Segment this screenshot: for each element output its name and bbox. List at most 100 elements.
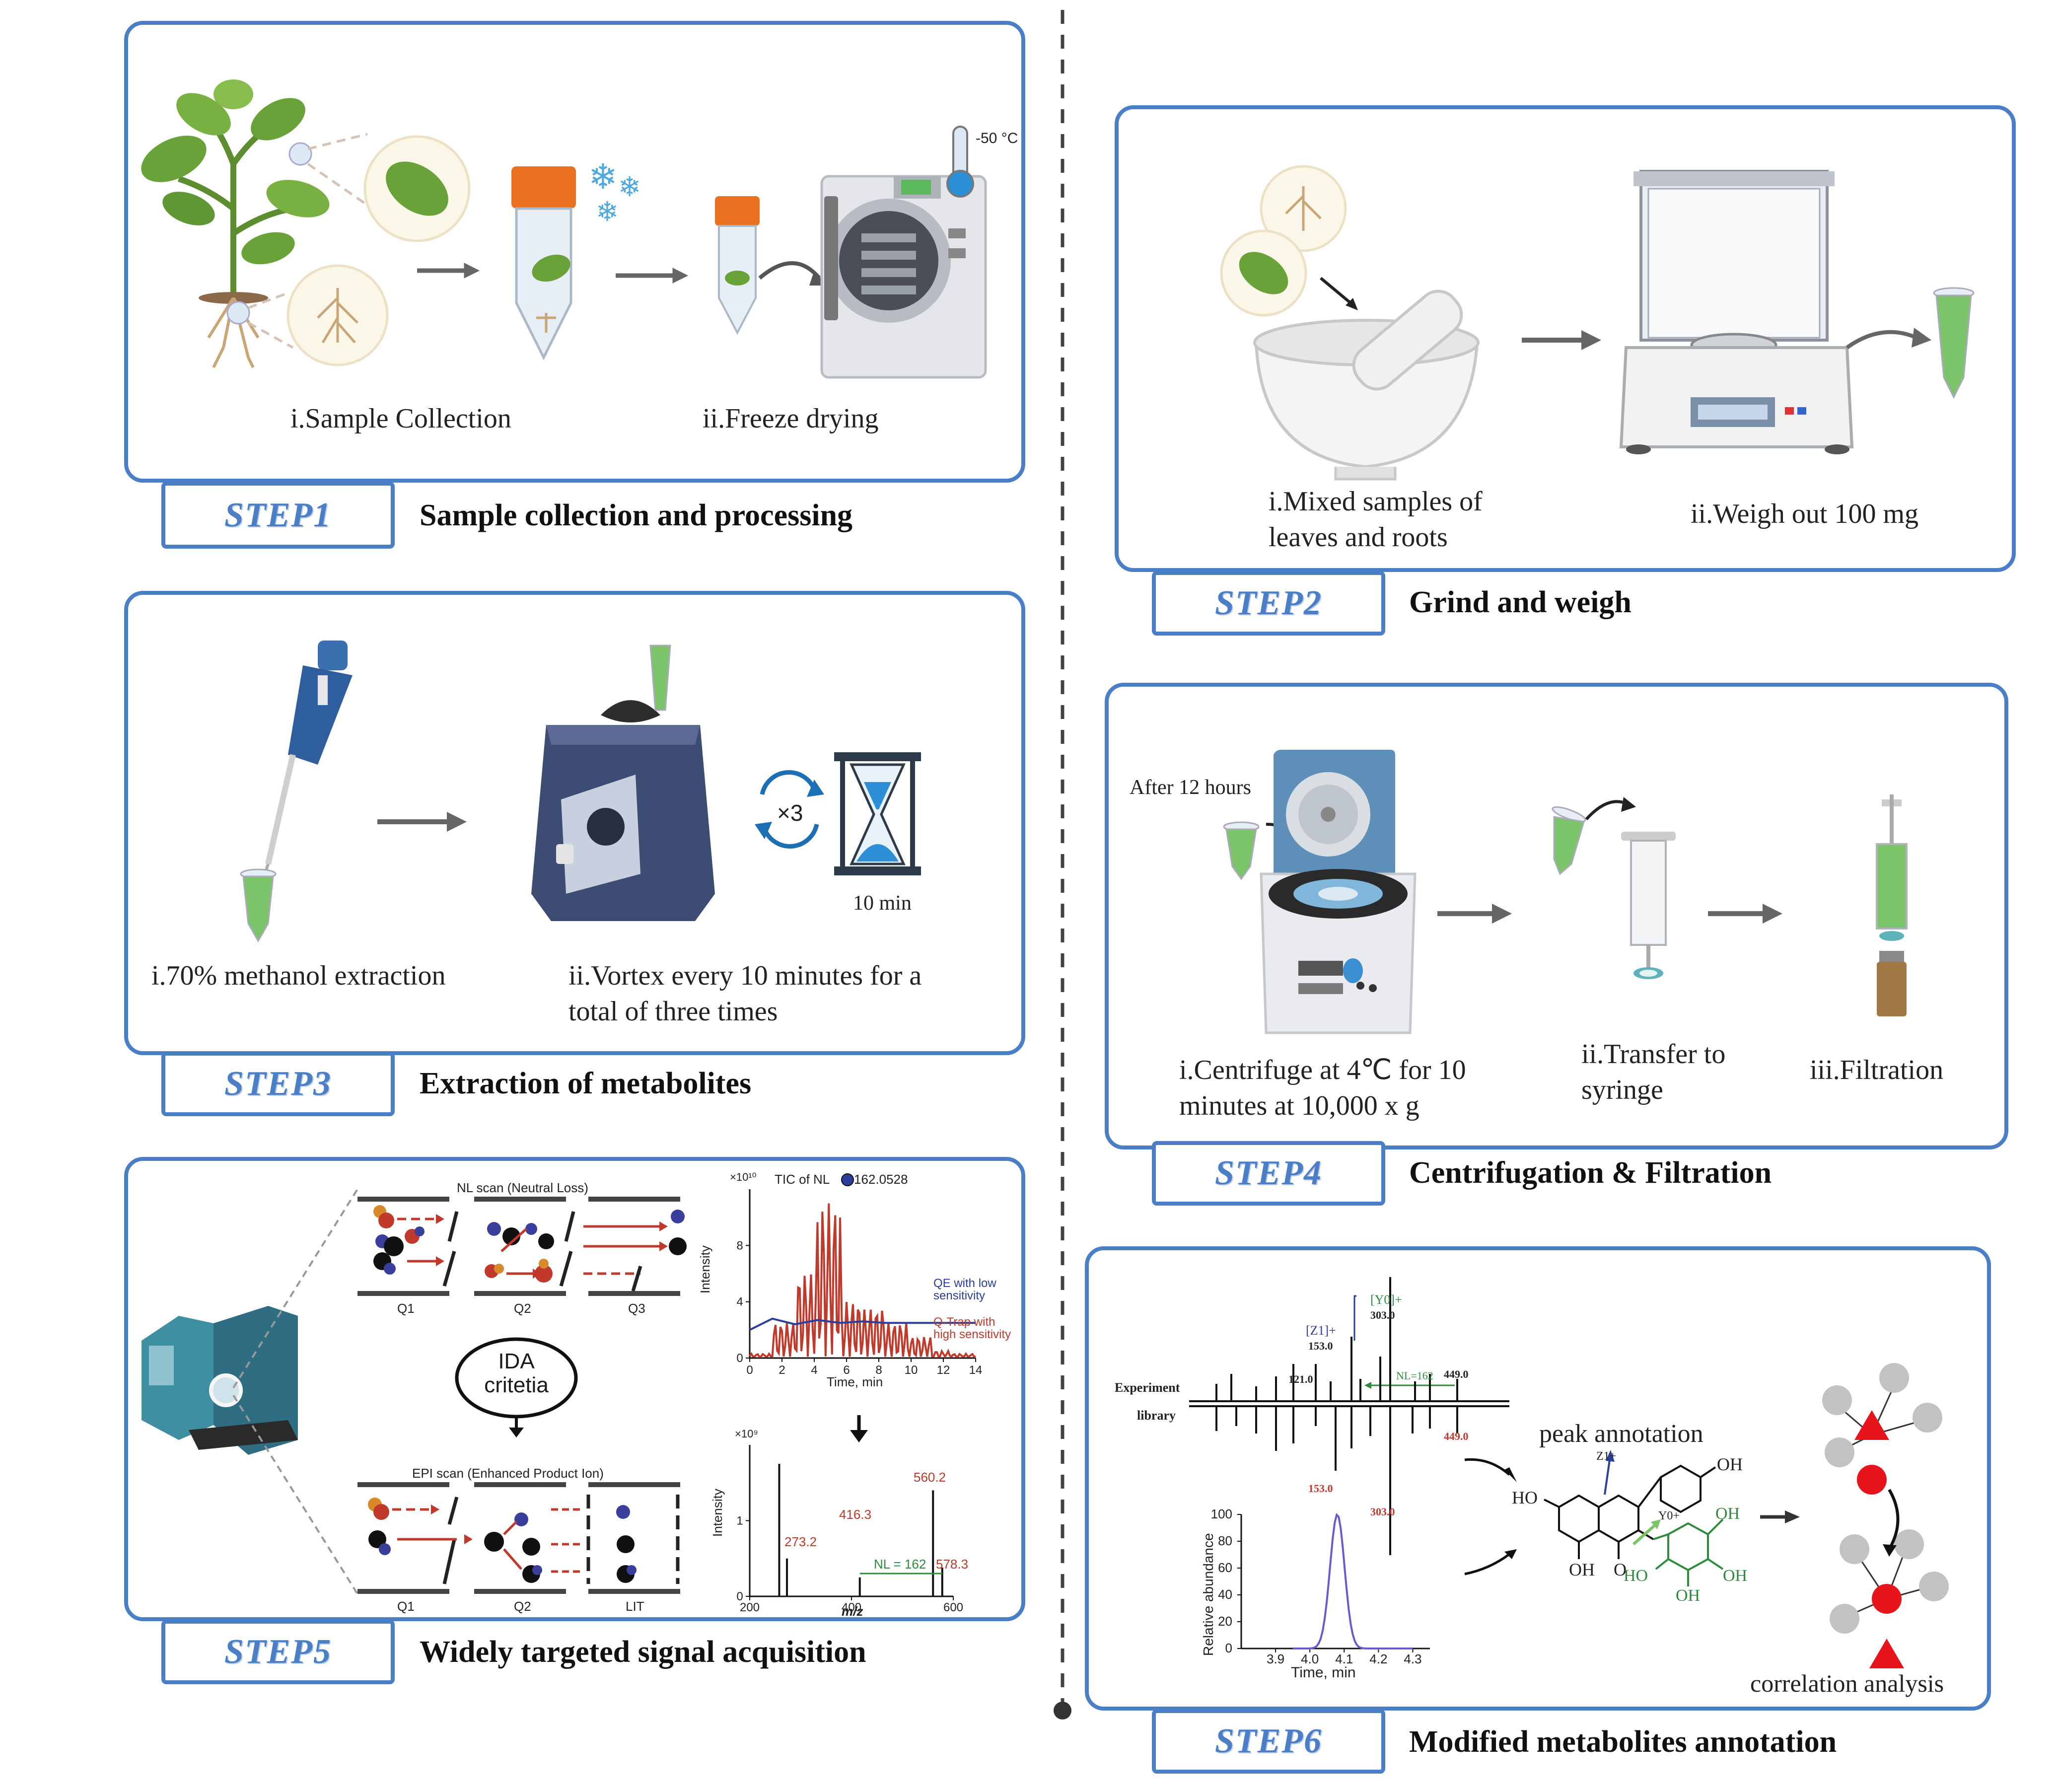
step2-caption-2: ii.Weigh out 100 mg (1691, 499, 1919, 529)
peak-449-label: 449.0 (1444, 1368, 1469, 1380)
step4-caption-3: iii.Filtration (1810, 1055, 1944, 1085)
balance-icon (1619, 170, 1854, 454)
tic-x-tick-label: 2 (779, 1363, 785, 1377)
step1-caption-1: i.Sample Collection (290, 403, 511, 434)
step5-tab: STEP5 (161, 1620, 395, 1684)
ms-exponent: ×10⁹ (735, 1428, 758, 1440)
step6-title: Modified metabolites annotation (1409, 1725, 1837, 1759)
step1-tab: STEP1 (161, 482, 395, 549)
svg-text:❄: ❄ (596, 196, 619, 227)
lib-303-label: 303.0 (1370, 1505, 1395, 1518)
step2-tab: STEP2 (1152, 571, 1385, 636)
tic-title: TIC of NL (775, 1172, 830, 1187)
sugar-oh-2: OH (1723, 1567, 1748, 1585)
tic-xlabel: Time, min (827, 1374, 883, 1389)
chrom-y-tick-label: 40 (1218, 1587, 1232, 1602)
step4-caption-2: ii.Transfer to syringe (1581, 1039, 1726, 1105)
nl-scan-label: NL scan (Neutral Loss) (457, 1180, 588, 1195)
ms-xlabel: m/z (842, 1604, 863, 1619)
tic-y-tick-label: 0 (736, 1352, 743, 1365)
mortar-icon (1253, 289, 1480, 481)
tic-x-tick-label: 10 (905, 1363, 918, 1377)
qtrap-series-line (749, 1203, 976, 1359)
temperature-label: -50 °C (976, 130, 1018, 146)
y0-label: [Y0]+ (1370, 1292, 1402, 1307)
hourglass-icon (834, 752, 921, 875)
tic-x-tick-label: 12 (937, 1363, 950, 1377)
ms-peak-560: 560.2 (914, 1470, 946, 1485)
nl-scan-diagram (357, 1197, 687, 1296)
epi-scan-label: EPI scan (Enhanced Product Ion) (412, 1466, 604, 1481)
green-tube-icon (1552, 806, 1586, 875)
ms-peak-273: 273.2 (784, 1534, 817, 1549)
peak-annotation-label: peak annotation (1539, 1420, 1703, 1448)
ms-y-tick-label: 0 (736, 1590, 743, 1603)
sugar-oh-3: OH (1676, 1586, 1701, 1605)
sugar-oh-1: OH (1715, 1505, 1740, 1523)
tic-x-tick-label: 0 (746, 1363, 753, 1377)
nl162-label: NL=162 (1396, 1369, 1433, 1382)
peak-303-label: 303.0 (1370, 1309, 1395, 1321)
chrom-x-tick-label: 4.1 (1335, 1651, 1353, 1666)
ms-x-tick-label: 400 (842, 1601, 861, 1614)
q2-label: Q2 (514, 1301, 531, 1316)
peak-121-label: 121.0 (1288, 1373, 1313, 1385)
step4-panel (1105, 683, 2008, 1149)
tic-y-tick-label: 4 (736, 1295, 743, 1309)
q1-label: Q1 (397, 1301, 415, 1316)
ms-x-tick-label: 200 (740, 1601, 760, 1614)
z1-plus-label: Z1+ (1596, 1450, 1617, 1463)
tic-marker-icon (841, 1173, 854, 1186)
tic-x-tick-label: 4 (811, 1363, 817, 1377)
repeat-count: ×3 (777, 800, 803, 826)
ms-y-tick-label: 1 (736, 1514, 743, 1528)
freeze-dryer-icon (820, 126, 987, 379)
step4-title: Centrifugation & Filtration (1409, 1156, 1772, 1190)
chrom-y-tick-label: 100 (1211, 1506, 1232, 1521)
struct-ho-left: HO (1512, 1488, 1538, 1507)
green-tube-icon (1933, 287, 1975, 399)
chrom-y-tick-label: 80 (1218, 1533, 1232, 1548)
lit-label: LIT (626, 1599, 644, 1614)
lib-153-label: 153.0 (1308, 1482, 1333, 1495)
chrom-x-tick-label: 4.3 (1404, 1651, 1421, 1666)
sugar-ho: HO (1624, 1567, 1648, 1585)
step6-panel (1085, 1246, 1991, 1711)
tic-x-tick-label: 14 (969, 1363, 983, 1377)
tic-mass: 162.0528 (854, 1172, 908, 1187)
filtration-icon (1876, 794, 1908, 1016)
plant-icon (141, 79, 471, 368)
ms-peak-578: 578.3 (936, 1557, 969, 1572)
step3-caption-1: i.70% methanol extraction (151, 960, 446, 991)
library-label: library (1137, 1408, 1176, 1423)
y0-plus-label: Y0+ (1658, 1509, 1680, 1522)
chrom-xlabel: Time, min (1291, 1664, 1356, 1681)
chrom-x-tick-label: 3.9 (1267, 1651, 1284, 1666)
repeat-icon (755, 770, 824, 849)
epi-scan-diagram (357, 1482, 680, 1594)
green-tube-icon (1223, 821, 1260, 880)
struct-o: O (1614, 1560, 1627, 1579)
struct-oh-bottom: OH (1569, 1560, 1595, 1579)
step4-tab: STEP4 (1152, 1141, 1385, 1206)
tic-x-tick-label: 6 (843, 1363, 850, 1377)
tic-x-tick-label: 8 (875, 1363, 882, 1377)
time-label: 10 min (853, 892, 912, 915)
step3-tab: STEP3 (161, 1052, 395, 1116)
svg-text:❄: ❄ (588, 156, 618, 197)
tic-exponent: ×10¹⁰ (730, 1171, 757, 1183)
z1-label: [Z1]+ (1306, 1323, 1336, 1338)
chrom-y-tick-label: 60 (1218, 1560, 1232, 1575)
peak-153-label: 153.0 (1308, 1340, 1333, 1352)
vortex-mixer-icon (531, 645, 715, 921)
struct-oh-top: OH (1717, 1454, 1743, 1474)
